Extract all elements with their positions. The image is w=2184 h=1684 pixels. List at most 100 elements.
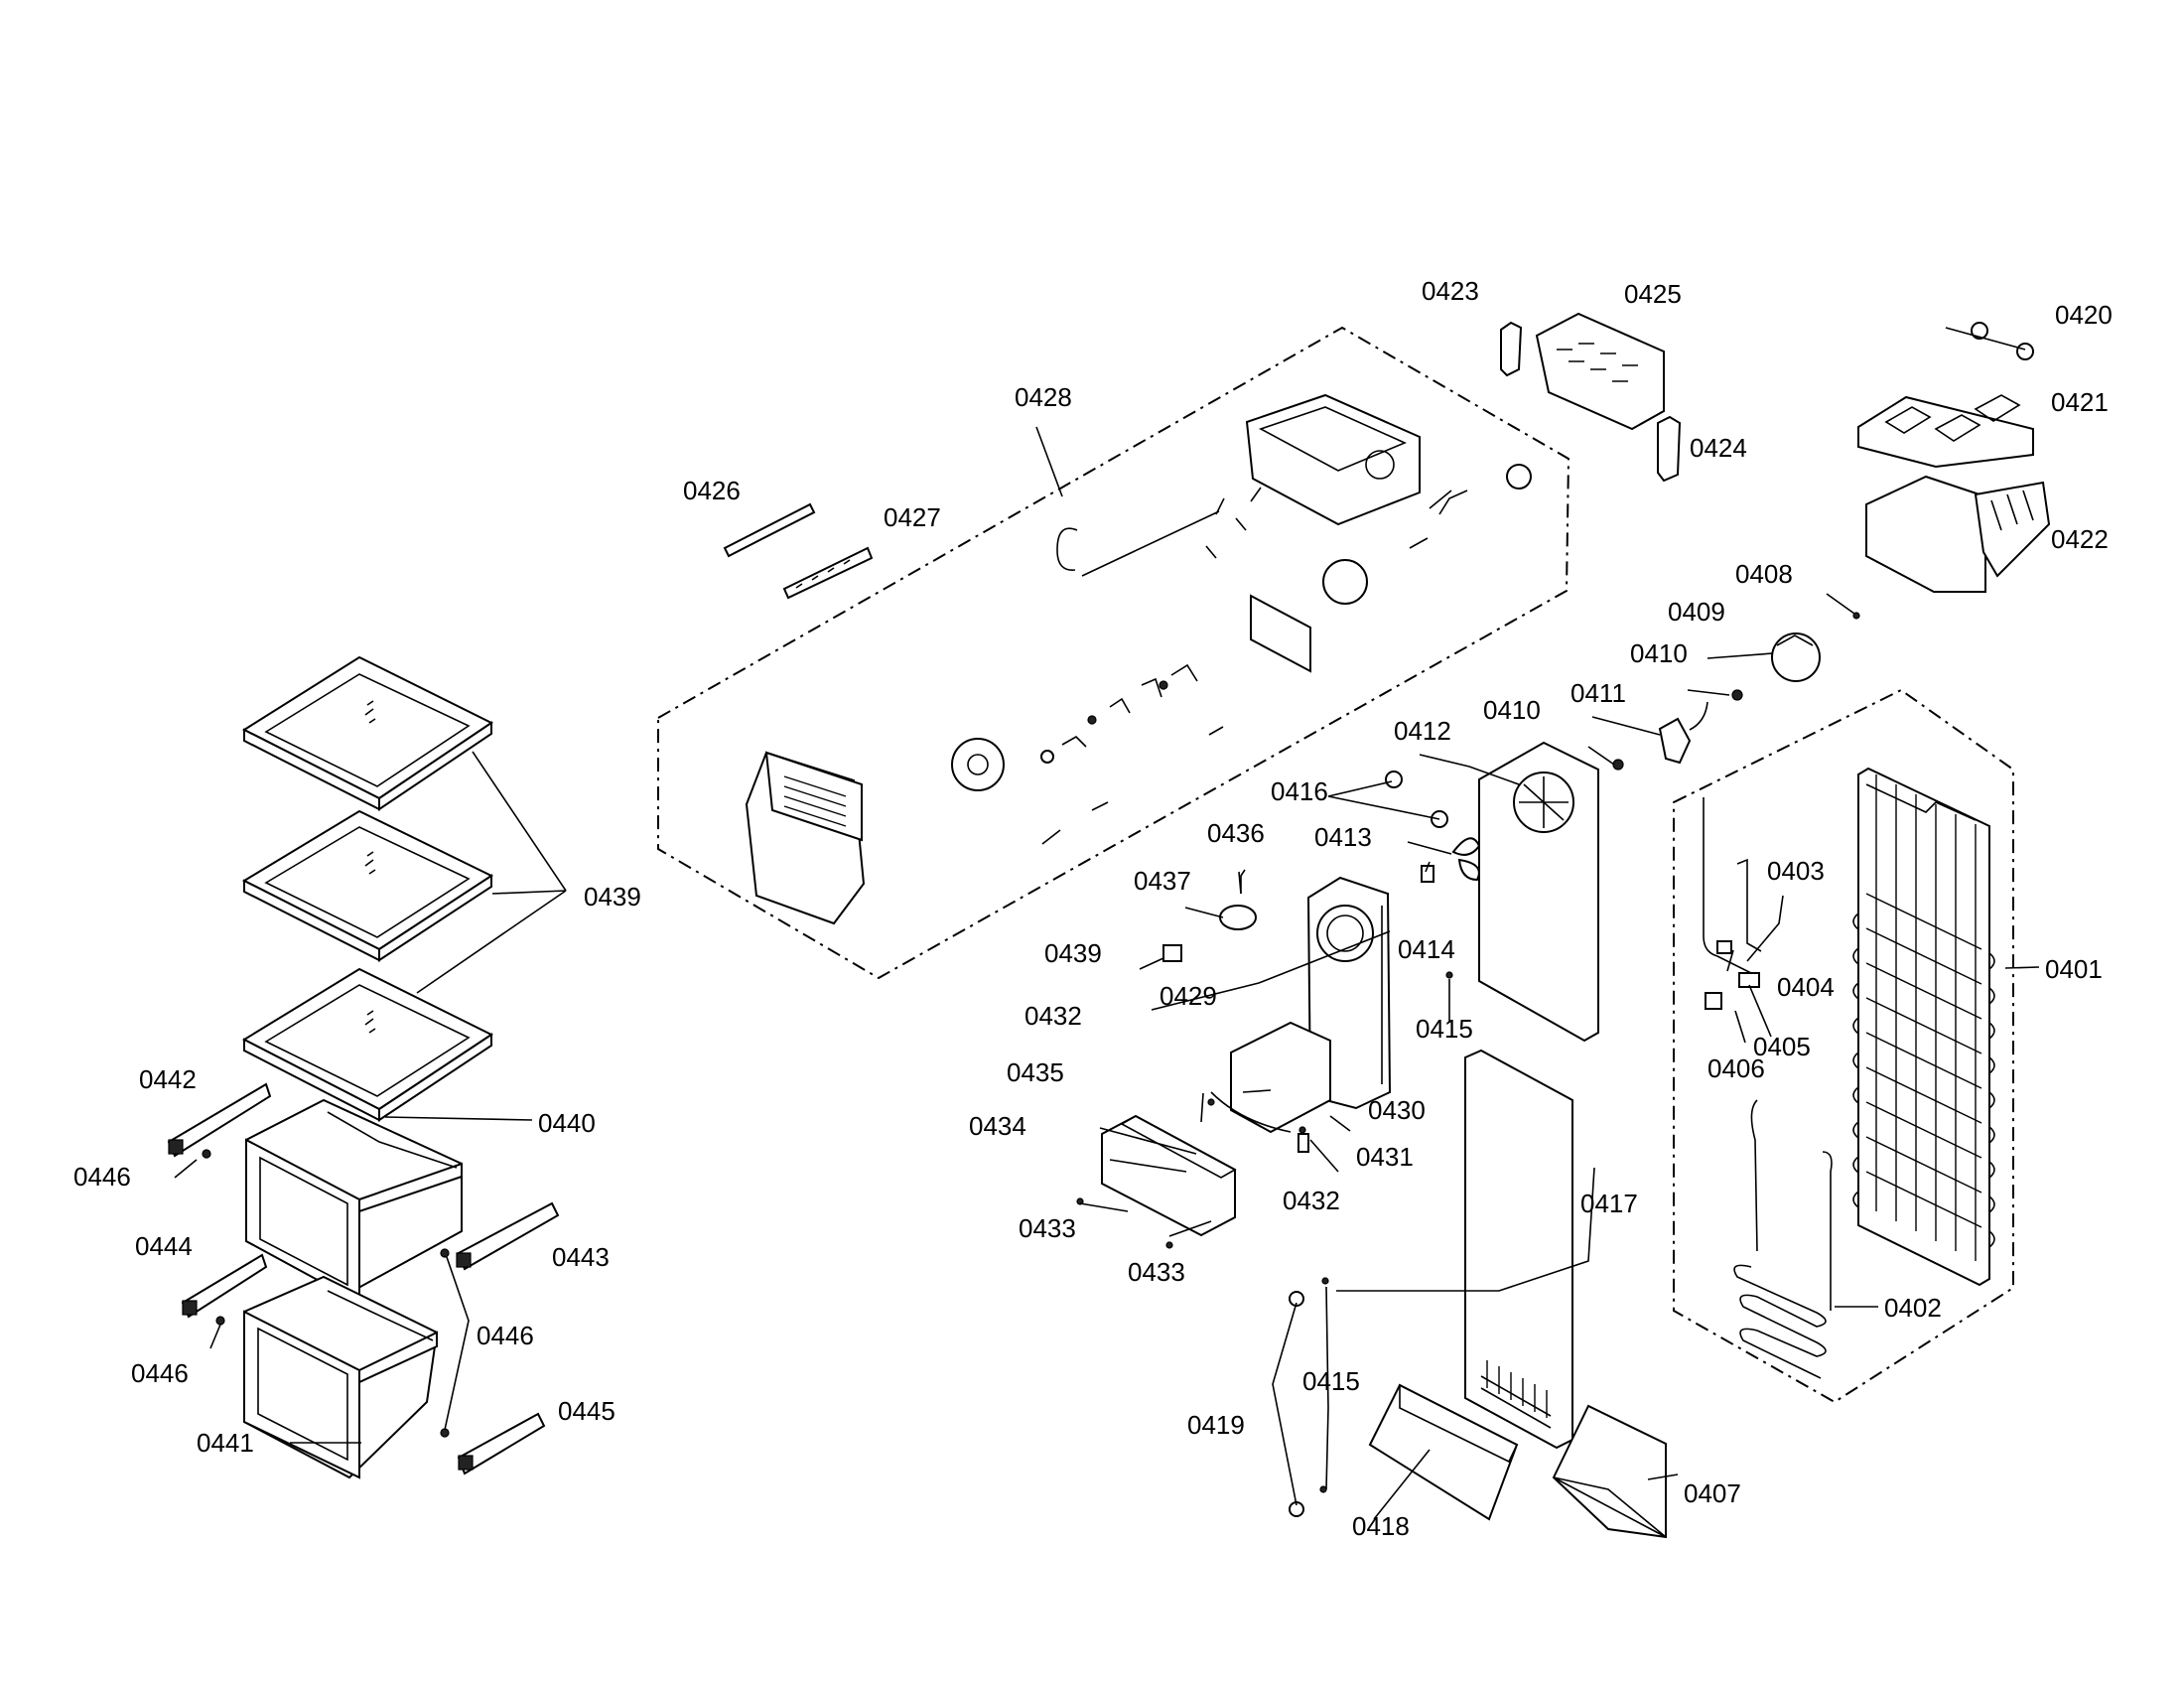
callout-0440: 0440 xyxy=(538,1108,596,1138)
callout-0422: 0422 xyxy=(2051,524,2109,554)
cover-strip-0426 xyxy=(723,502,816,558)
crisper-drawer-lower xyxy=(243,1275,439,1479)
ice-tray-0421 xyxy=(1857,394,2034,469)
damper-cover-0434 xyxy=(1101,1114,1237,1237)
callout-0441: 0441 xyxy=(197,1428,254,1458)
callout-0409: 0409 xyxy=(1668,597,1725,627)
callout-0425: 0425 xyxy=(1624,279,1682,309)
bracket-0424 xyxy=(1657,415,1682,483)
callout-0418: 0418 xyxy=(1352,1511,1410,1541)
callout-0433a: 0433 xyxy=(1019,1213,1076,1243)
part-0439-clip xyxy=(1162,944,1182,962)
pad-0420a xyxy=(1971,322,1988,340)
icemaker-0422 xyxy=(1865,475,2051,593)
callout-0424: 0424 xyxy=(1690,433,1747,463)
callout-0412: 0412 xyxy=(1394,716,1451,746)
dispenser-drive-parts xyxy=(1040,464,1532,845)
callout-0402: 0402 xyxy=(1884,1293,1942,1323)
callout-0403: 0403 xyxy=(1767,856,1825,886)
drawer-slide-0444 xyxy=(181,1253,268,1319)
crisper-drawer-upper xyxy=(245,1098,463,1305)
callout-0415a: 0415 xyxy=(1416,1014,1473,1044)
rear-panel-0417 xyxy=(1464,1049,1573,1450)
callout-0413: 0413 xyxy=(1314,822,1372,852)
callout-0420: 0420 xyxy=(2055,300,2113,330)
evaporator-group-outline xyxy=(1673,688,2014,1404)
grommet-0410b xyxy=(1612,759,1624,771)
callout-0439-shelves: 0439 xyxy=(584,882,641,912)
part-0436 xyxy=(1240,869,1246,894)
shelf-top xyxy=(241,655,493,811)
dispenser-chute xyxy=(745,751,866,925)
callout-0430: 0430 xyxy=(1368,1095,1426,1125)
screws-misc xyxy=(1076,971,1453,1493)
callout-0410b: 0410 xyxy=(1483,695,1541,725)
fan-bracket-0409 xyxy=(1771,632,1821,682)
fan-shroud-plate-0412 xyxy=(1478,741,1599,1043)
defrost-heater-0402 xyxy=(1733,1099,1833,1379)
grommet-0416a xyxy=(1385,771,1403,788)
shelf-bottom xyxy=(241,967,493,1122)
drawer-slide-0445 xyxy=(457,1412,546,1475)
callout-0416: 0416 xyxy=(1271,776,1328,806)
control-board-0425 xyxy=(1535,312,1665,431)
callout-0432a: 0432 xyxy=(1024,1001,1082,1031)
evaporator-0401 xyxy=(1852,767,1995,1287)
callout-0433b: 0433 xyxy=(1128,1257,1185,1287)
callout-0415b: 0415 xyxy=(1302,1366,1360,1396)
callout-0436: 0436 xyxy=(1207,818,1265,848)
callout-0443: 0443 xyxy=(552,1242,610,1272)
auger-motor xyxy=(951,738,1005,791)
callout-0408: 0408 xyxy=(1735,559,1793,589)
callout-0405: 0405 xyxy=(1753,1032,1811,1061)
callout-0434: 0434 xyxy=(969,1111,1026,1141)
callout-0439-center: 0439 xyxy=(1044,938,1102,968)
drawer-slide-0443 xyxy=(456,1201,560,1271)
callout-0431: 0431 xyxy=(1356,1142,1414,1172)
callout-0417: 0417 xyxy=(1580,1189,1638,1218)
callout-0414: 0414 xyxy=(1398,934,1455,964)
shelf-middle xyxy=(241,809,494,962)
callout-0426: 0426 xyxy=(683,476,741,505)
part-0437 xyxy=(1219,905,1257,930)
leader-lines xyxy=(174,327,2040,1520)
callout-0429: 0429 xyxy=(1160,981,1217,1011)
ice-bucket xyxy=(1245,393,1421,526)
icemaker-group-outline xyxy=(657,326,1570,980)
drain-trough-0418 xyxy=(1368,1383,1519,1521)
callout-0446a: 0446 xyxy=(73,1162,131,1192)
callout-0437: 0437 xyxy=(1134,866,1191,896)
callout-0442: 0442 xyxy=(139,1064,197,1094)
callout-0428: 0428 xyxy=(1015,382,1072,412)
callout-0427: 0427 xyxy=(884,502,941,532)
pad-0420b xyxy=(2016,343,2034,360)
callout-0401: 0401 xyxy=(2045,954,2103,984)
sensor-wires xyxy=(1703,797,1762,1010)
fan-blade-0413 xyxy=(1451,837,1481,882)
callout-0444: 0444 xyxy=(135,1231,193,1261)
callout-0419: 0419 xyxy=(1187,1410,1245,1440)
callout-0421: 0421 xyxy=(2051,387,2109,417)
cover-strip-0427 xyxy=(782,546,874,600)
drain-pan-0407 xyxy=(1552,1404,1667,1539)
drawer-slide-0442 xyxy=(167,1082,272,1158)
callout-0407: 0407 xyxy=(1684,1478,1741,1508)
plug-0419a xyxy=(1289,1291,1304,1307)
callout-labels: 0401 0402 0403 0404 0405 0406 0407 0408 … xyxy=(73,276,2113,1541)
wire-harness-0428 xyxy=(1056,487,1262,577)
bracket-0423 xyxy=(1500,321,1523,377)
callout-0446c: 0446 xyxy=(131,1358,189,1388)
callout-0432b: 0432 xyxy=(1283,1186,1340,1215)
damper-bracket-0430 xyxy=(1210,1021,1331,1134)
callout-0446b: 0446 xyxy=(477,1321,534,1350)
screw-0408 xyxy=(1852,612,1860,620)
callout-0410a: 0410 xyxy=(1630,638,1688,668)
callout-0435: 0435 xyxy=(1007,1057,1064,1087)
callout-0445: 0445 xyxy=(558,1396,615,1426)
callout-0411: 0411 xyxy=(1570,678,1626,708)
screw-0446c xyxy=(440,1248,450,1258)
screw-0446a xyxy=(202,1149,211,1159)
screw-0446d xyxy=(440,1428,450,1438)
